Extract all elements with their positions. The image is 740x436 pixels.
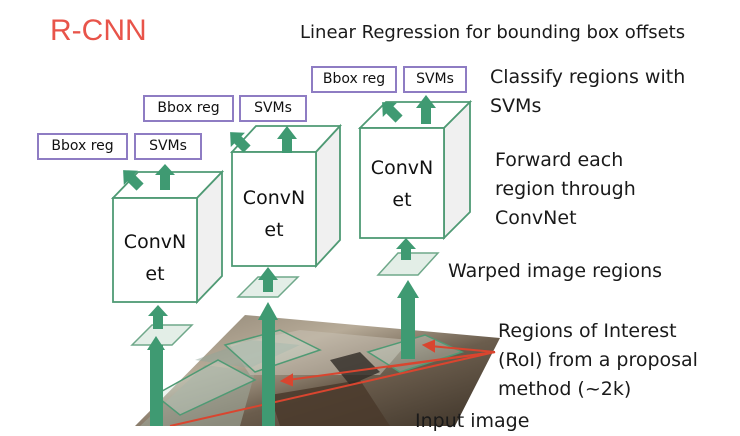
- convnet-label-1: ConvN et: [123, 231, 187, 285]
- roi-label-line1: Regions of Interest: [498, 320, 677, 342]
- forward-label-line1: Forward each: [495, 149, 624, 171]
- svms-box-1: SVMs: [134, 133, 202, 160]
- svms-box-3: SVMs: [403, 66, 467, 93]
- rcnn-diagram: [110, 95, 500, 426]
- warped-regions: [130, 252, 440, 346]
- classify-label-line1: Classify regions with: [490, 66, 686, 88]
- roi-pointer-lines: [169, 339, 496, 426]
- input-image-label: Input image: [415, 410, 530, 432]
- flow-arrows: [147, 95, 436, 426]
- roi-label-line3: method (~2k): [498, 378, 632, 400]
- convnet-label-2: ConvN et: [242, 187, 306, 241]
- convnet-label-3: ConvN et: [370, 157, 434, 211]
- page-title: R-CNN: [50, 14, 147, 47]
- linear-regression-label: Linear Regression for bounding box offse…: [300, 22, 686, 43]
- bbox-reg-box-2: Bbox reg: [143, 95, 234, 122]
- svms-box-2: SVMs: [239, 95, 307, 122]
- bbox-arrows: [123, 102, 403, 191]
- roi-label-line2: (RoI) from a proposal: [498, 349, 698, 371]
- bbox-reg-box-3: Bbox reg: [311, 66, 397, 93]
- forward-label-line3: ConvNet: [495, 207, 577, 229]
- bbox-reg-box-1: Bbox reg: [37, 133, 128, 160]
- warped-label: Warped image regions: [448, 260, 663, 282]
- forward-label-line2: region through: [495, 178, 636, 200]
- classify-label-line2: SVMs: [490, 95, 542, 117]
